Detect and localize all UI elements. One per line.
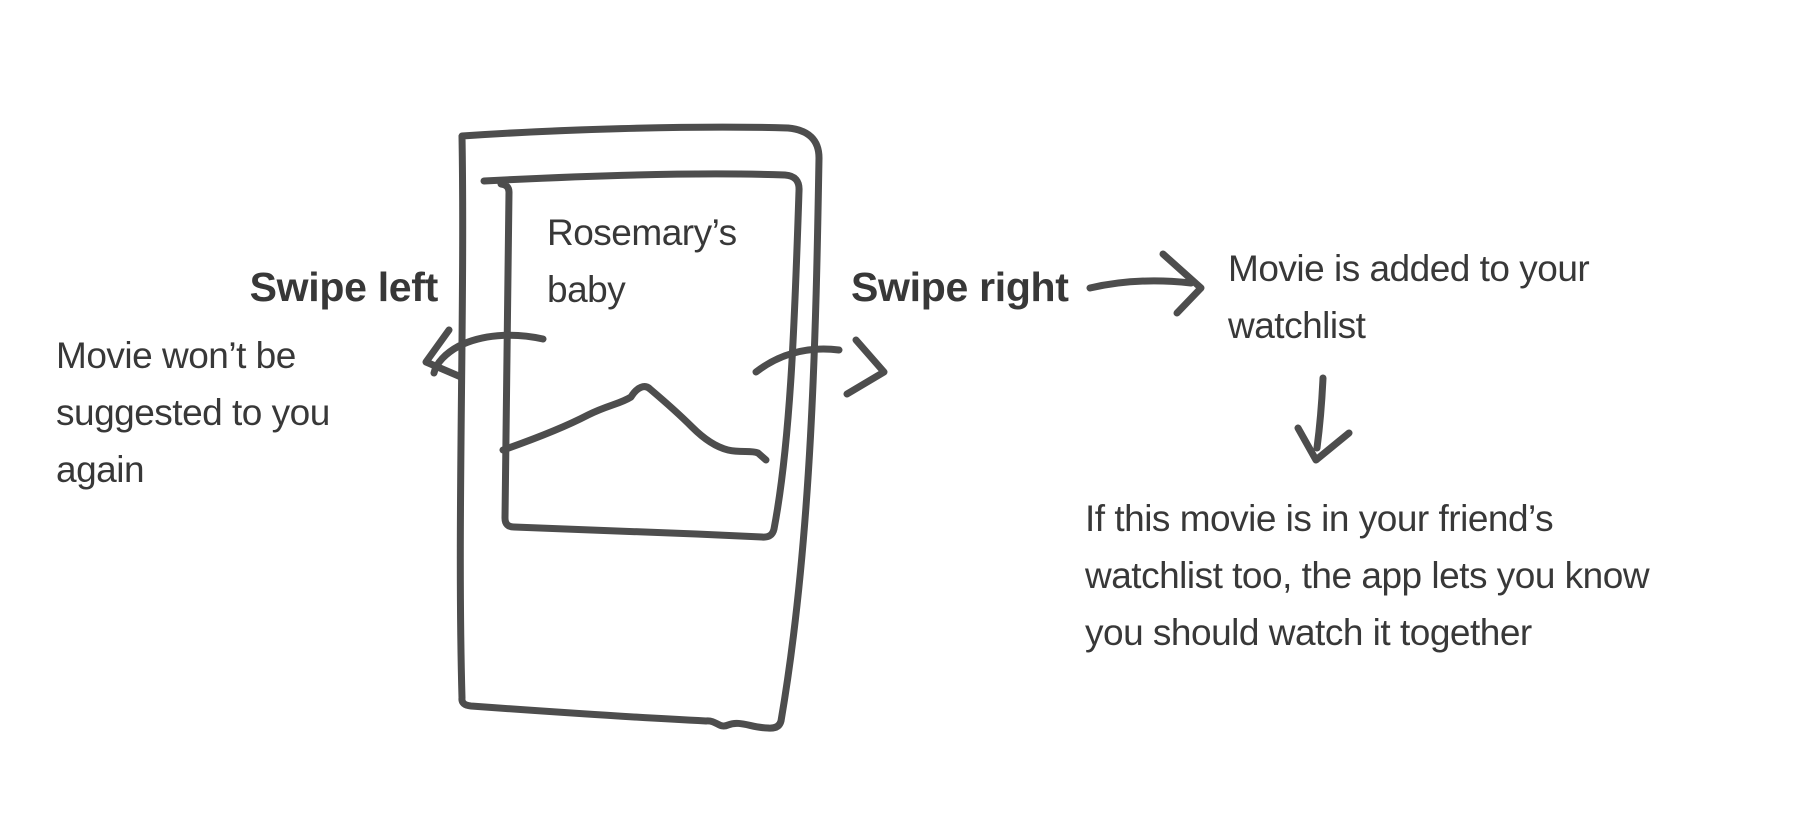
swipe-right-result-note: Movie is added to your watchlist — [1228, 240, 1590, 354]
note-line: Movie is added to your — [1228, 248, 1590, 289]
phone-outline — [456, 123, 823, 732]
mountain-sketch — [499, 383, 770, 464]
note-line: suggested to you — [56, 392, 330, 433]
movie-title-line: baby — [547, 269, 626, 310]
swipe-right-label: Swipe right — [851, 264, 1069, 310]
movie-title-line: Rosemary’s — [547, 212, 737, 253]
swipe-right-arrow-icon — [752, 336, 888, 398]
note-line: watchlist — [1228, 305, 1366, 346]
note-line: watchlist too, the app lets you know — [1085, 555, 1650, 596]
note-line: you should watch it together — [1085, 612, 1532, 653]
swipe-left-result-note: Movie won’t be suggested to you again — [56, 327, 330, 498]
friend-match-note: If this movie is in your friend’s watchl… — [1085, 490, 1650, 661]
note-line: again — [56, 449, 145, 490]
note-line: Movie won’t be — [56, 335, 296, 376]
swipe-left-arrow-icon — [422, 326, 547, 381]
down-arrow-icon — [1294, 374, 1353, 464]
note-line: If this movie is in your friend’s — [1085, 498, 1554, 539]
movie-card-outline — [480, 170, 803, 541]
movie-title: Rosemary’s baby — [547, 204, 737, 318]
swipe-left-label: Swipe left — [249, 264, 439, 310]
right-arrow-icon — [1086, 250, 1205, 317]
